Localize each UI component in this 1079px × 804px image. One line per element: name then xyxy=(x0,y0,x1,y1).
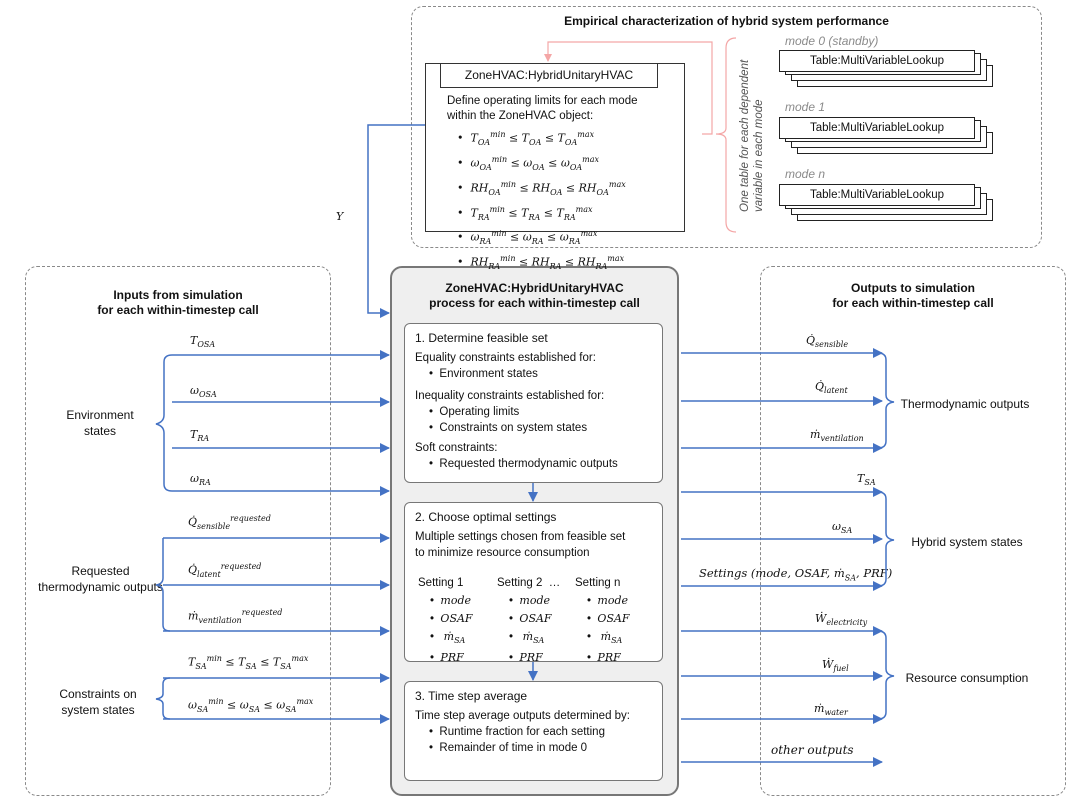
limit-item: • ωRAmin ≤ ωRA ≤ ωRAmax xyxy=(457,229,598,247)
input-w-ra: ωRA xyxy=(190,472,211,488)
limit-item: • RHOAmin ≤ RHOA ≤ RHOAmax xyxy=(457,179,626,197)
side-note-line-2: variable in each mode xyxy=(753,99,765,212)
hybrid-unitary-object-title: ZoneHVAC:HybridUnitaryHVAC xyxy=(440,63,658,88)
side-note-line-1: One table for each dependent xyxy=(739,59,751,212)
object-box-desc-line-2: within the ZoneHVAC object: xyxy=(447,110,594,122)
limit-item: • ωOAmin ≤ ωOA ≤ ωOAmax xyxy=(457,154,600,172)
output-w-fuel: Ẇfuel xyxy=(822,658,849,674)
requested-outputs-group-text: Requested thermodynamic outputs xyxy=(38,564,163,594)
mode-1-label: mode 1 xyxy=(785,100,826,114)
output-t-sa: TSA xyxy=(857,472,876,488)
output-m-ventilation: ṁventilation xyxy=(810,428,864,444)
mode-0-table: Table:MultiVariableLookup xyxy=(779,50,975,72)
setting-var: • mode xyxy=(509,594,551,607)
step-1-soft-label: Soft constraints: xyxy=(415,442,498,454)
constraints-group-text: Constraints on system states xyxy=(59,687,137,717)
setting-var: • ṁSA xyxy=(430,630,466,646)
step-3-box: 3. Time step average Time step average o… xyxy=(404,681,663,781)
limit-item: • TRAmin ≤ TRA ≤ TRAmax xyxy=(457,204,593,222)
limit-item: • RHRAmin ≤ RHRA ≤ RHRAmax xyxy=(457,254,625,272)
setting-2-column: Setting 2 … • mode • OSAF • ṁSA • PRF xyxy=(497,575,560,667)
outputs-panel xyxy=(760,266,1066,796)
top-panel-title: Empirical characterization of hybrid sys… xyxy=(564,14,889,28)
connector-label: Y xyxy=(336,210,344,223)
input-t-ra: TRA xyxy=(190,428,210,444)
thermo-outputs-group: Thermodynamic outputs xyxy=(900,397,1030,411)
inputs-panel-title-1: Inputs from simulation xyxy=(113,288,243,302)
setting-var: • ṁSA xyxy=(509,630,545,646)
outputs-panel-title-2: for each within-timestep call xyxy=(832,296,994,310)
output-m-water: ṁwater xyxy=(814,702,848,718)
process-panel-title-2: process for each within-timestep call xyxy=(429,296,640,310)
setting-var: • ṁSA xyxy=(587,630,623,646)
setting-var: • mode xyxy=(587,594,629,607)
step-2-box: 2. Choose optimal settings Multiple sett… xyxy=(404,502,663,662)
output-other: other outputs xyxy=(771,743,854,757)
requested-outputs-group: Requested thermodynamic outputs xyxy=(38,563,163,595)
mode-0-label: mode 0 (standby) xyxy=(785,34,879,48)
setting-n-label: Setting n xyxy=(575,577,621,589)
step-1-ineq-label: Inequality constraints established for: xyxy=(415,390,605,402)
step-1-heading: 1. Determine feasible set xyxy=(415,331,548,345)
step-1-ineq-item: • Constraints on system states xyxy=(429,422,588,434)
input-t-osa: TOSA xyxy=(190,334,216,350)
env-states-group: Environment states xyxy=(50,407,150,439)
input-t-sa-constraint: TSAmin ≤ TSA ≤ TSAmax xyxy=(188,654,309,671)
input-q-sensible-requested: Q̇sensiblerequested xyxy=(188,514,271,531)
step-1-box: 1. Determine feasible set Equality const… xyxy=(404,323,663,483)
step-3-desc: Time step average outputs determined by: xyxy=(415,710,630,722)
input-q-latent-requested: Q̇latentrequested xyxy=(188,562,262,579)
constraints-group: Constraints on system states xyxy=(48,686,148,718)
limit-item: • TOAmin ≤ TOA ≤ TOAmax xyxy=(457,130,595,147)
setting-var: • PRF xyxy=(509,651,543,665)
setting-2-label: Setting 2 … xyxy=(497,577,561,589)
step-1-eq-label: Equality constraints established for: xyxy=(415,352,596,364)
inputs-panel xyxy=(25,266,331,796)
step-3-item: • Remainder of time in mode 0 xyxy=(429,742,588,754)
step-2-desc-1: Multiple settings chosen from feasible s… xyxy=(415,531,626,543)
setting-1-label: Setting 1 xyxy=(418,577,464,589)
output-settings: Settings (mode, OSAF, ṁSA, PRF) xyxy=(699,566,893,583)
output-q-sensible: Q̇sensible xyxy=(806,334,849,350)
outputs-panel-title-1: Outputs to simulation xyxy=(851,281,975,295)
setting-var: • OSAF xyxy=(509,612,552,625)
step-3-item: • Runtime fraction for each setting xyxy=(429,726,605,738)
mode-n-label: mode n xyxy=(785,167,826,181)
object-box-desc: Define operating limits for each mode wi… xyxy=(447,94,638,124)
step-3-heading: 3. Time step average xyxy=(415,689,528,703)
output-w-sa: ωSA xyxy=(832,520,853,536)
input-w-sa-constraint: ωSAmin ≤ ωSA ≤ ωSAmax xyxy=(188,697,314,714)
setting-1-column: Setting 1 • mode • OSAF • ṁSA • PRF xyxy=(418,575,473,667)
setting-n-column: Setting n • mode • OSAF • ṁSA • PRF xyxy=(575,575,630,667)
output-w-electricity: Ẇelectricity xyxy=(815,612,868,628)
setting-var: • PRF xyxy=(587,651,621,665)
step-1-soft-item: • Requested thermodynamic outputs xyxy=(429,458,618,470)
output-q-latent: Q̇latent xyxy=(815,380,848,396)
step-1-ineq-item: • Operating limits xyxy=(429,406,520,418)
setting-var: • OSAF xyxy=(430,612,473,625)
mode-1-table: Table:MultiVariableLookup xyxy=(779,117,975,139)
hybrid-states-group: Hybrid system states xyxy=(911,535,1023,549)
setting-var: • OSAF xyxy=(587,612,630,625)
input-m-ventilation-requested: ṁventilationrequested xyxy=(188,608,283,625)
hybrid-unitary-object-title-text: ZoneHVAC:HybridUnitaryHVAC xyxy=(464,68,634,82)
input-w-osa: ωOSA xyxy=(190,384,217,400)
process-panel-title-1: ZoneHVAC:HybridUnitaryHVAC xyxy=(445,281,624,295)
step-1-eq-item: • Environment states xyxy=(429,368,538,380)
step-2-heading: 2. Choose optimal settings xyxy=(415,510,557,524)
side-note: One table for each dependent variable in… xyxy=(738,60,766,212)
setting-var: • PRF xyxy=(430,651,464,665)
setting-var: • mode xyxy=(430,594,472,607)
resource-group: Resource consumption xyxy=(905,671,1029,685)
limit-list: • TOAmin ≤ TOA ≤ TOAmax • ωOAmin ≤ ωOA ≤… xyxy=(457,126,626,275)
object-box-desc-line-1: Define operating limits for each mode xyxy=(447,95,638,107)
mode-n-table: Table:MultiVariableLookup xyxy=(779,184,975,206)
env-states-group-text: Environment states xyxy=(66,408,134,438)
step-2-desc-2: to minimize resource consumption xyxy=(415,547,590,559)
inputs-panel-title-2: for each within-timestep call xyxy=(97,303,259,317)
